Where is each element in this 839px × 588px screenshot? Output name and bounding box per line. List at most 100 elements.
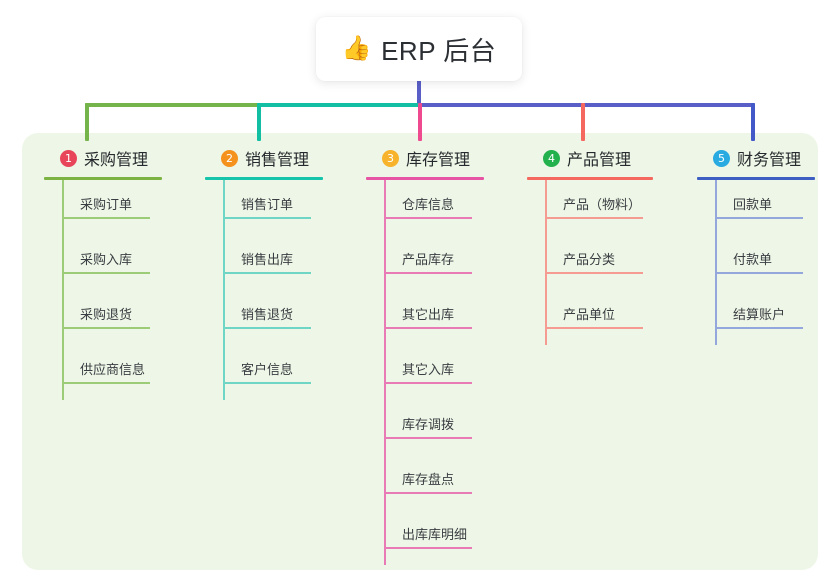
leaf-node[interactable]: 销售出库 xyxy=(205,235,323,290)
bus-segment-teal xyxy=(257,103,421,107)
leaf-node-rule xyxy=(62,327,150,329)
branch-items-2: 销售订单销售出库销售退货客户信息 xyxy=(205,180,323,400)
leaf-node-label: 库存调拨 xyxy=(402,417,455,432)
branch-spine-3 xyxy=(384,180,386,565)
branch-badge-2: 2 xyxy=(221,149,238,167)
leaf-node-label: 产品（物料） xyxy=(563,197,642,212)
leaf-node[interactable]: 出库库明细 xyxy=(366,510,484,565)
branch-spine-4 xyxy=(545,180,547,345)
leaf-node[interactable]: 客户信息 xyxy=(205,345,323,400)
branch-header-4[interactable]: 4 产品管理 xyxy=(527,146,653,170)
leaf-node[interactable]: 其它入库 xyxy=(366,345,484,400)
leaf-node-rule xyxy=(384,272,472,274)
leaf-node[interactable]: 库存调拨 xyxy=(366,400,484,455)
leaf-node[interactable]: 付款单 xyxy=(697,235,815,290)
leaf-node[interactable]: 销售退货 xyxy=(205,290,323,345)
leaf-node-label: 客户信息 xyxy=(241,362,294,377)
leaf-node-rule xyxy=(545,217,643,219)
leaf-node[interactable]: 产品库存 xyxy=(366,235,484,290)
branch-header-rule-5 xyxy=(697,177,815,180)
leaf-node-rule xyxy=(62,382,150,384)
branch-items-1: 采购订单采购入库采购退货供应商信息 xyxy=(44,180,162,400)
leaf-node-rule xyxy=(62,272,150,274)
leaf-node-label: 产品库存 xyxy=(402,252,455,267)
branch-items-3: 仓库信息产品库存其它出库其它入库库存调拨库存盘点出库库明细 xyxy=(366,180,484,565)
leaf-node-label: 产品单位 xyxy=(563,307,616,322)
branch-items-4: 产品（物料） 产品分类产品单位 xyxy=(527,180,653,345)
leaf-node-label: 其它出库 xyxy=(402,307,455,322)
leaf-node[interactable]: 结算账户 xyxy=(697,290,815,345)
root-node-title: 👍 ERP 后台 xyxy=(342,31,497,68)
leaf-node[interactable]: 采购订单 xyxy=(44,180,162,235)
leaf-node-label: 采购退货 xyxy=(80,307,133,322)
branch-header-3[interactable]: 3 库存管理 xyxy=(366,146,484,170)
leaf-node-label: 出库库明细 xyxy=(402,527,468,542)
root-stem-connector xyxy=(417,81,421,105)
branch-items-5: 回款单付款单结算账户 xyxy=(697,180,815,345)
branch-column-1: 1 采购管理 采购订单采购入库采购退货供应商信息 xyxy=(44,146,162,400)
diagram-panel xyxy=(22,133,818,570)
leaf-node[interactable]: 产品单位 xyxy=(527,290,653,345)
branch-header-rule-1 xyxy=(44,177,162,180)
leaf-node-rule xyxy=(545,327,643,329)
leaf-node-rule xyxy=(545,272,643,274)
leaf-node-label: 采购入库 xyxy=(80,252,133,267)
leaf-node-label: 回款单 xyxy=(733,197,773,212)
leaf-node[interactable]: 库存盘点 xyxy=(366,455,484,510)
branch-header-rule-2 xyxy=(205,177,323,180)
leaf-node-rule xyxy=(715,217,803,219)
leaf-node-rule xyxy=(223,327,311,329)
branch-badge-3: 3 xyxy=(382,149,399,167)
branch-header-rule-4 xyxy=(527,177,653,180)
leaf-node[interactable]: 采购退货 xyxy=(44,290,162,345)
branch-column-5: 5 财务管理 回款单付款单结算账户 xyxy=(697,146,815,345)
branch-header-2[interactable]: 2 销售管理 xyxy=(205,146,323,170)
leaf-node[interactable]: 产品分类 xyxy=(527,235,653,290)
leaf-node-rule xyxy=(384,492,472,494)
branch-column-4: 4 产品管理 产品（物料） 产品分类产品单位 xyxy=(527,146,653,345)
leaf-node[interactable]: 供应商信息 xyxy=(44,345,162,400)
leaf-node[interactable]: 产品（物料） xyxy=(527,180,653,235)
leaf-node-label: 采购订单 xyxy=(80,197,133,212)
branch-badge-1: 1 xyxy=(60,149,77,167)
branch-spine-5 xyxy=(715,180,717,345)
leaf-node-label: 产品分类 xyxy=(563,252,616,267)
leaf-node-rule xyxy=(715,272,803,274)
leaf-node-rule xyxy=(384,327,472,329)
branch-badge-5: 5 xyxy=(713,149,730,167)
leaf-node-label: 销售订单 xyxy=(241,197,294,212)
leaf-node[interactable]: 其它出库 xyxy=(366,290,484,345)
drop-connector-2 xyxy=(257,103,261,141)
branch-title-1: 采购管理 xyxy=(84,152,149,169)
branch-title-5: 财务管理 xyxy=(737,152,802,169)
leaf-node-rule xyxy=(715,327,803,329)
branch-column-2: 2 销售管理 销售订单销售出库销售退货客户信息 xyxy=(205,146,323,400)
branch-title-2: 销售管理 xyxy=(245,152,310,169)
drop-connector-5 xyxy=(751,103,755,141)
leaf-node-label: 仓库信息 xyxy=(402,197,455,212)
bus-segment-green xyxy=(85,103,259,107)
drop-connector-4 xyxy=(581,103,585,141)
bus-segment-blue xyxy=(419,103,755,107)
leaf-node-label: 销售退货 xyxy=(241,307,294,322)
leaf-node-rule xyxy=(223,217,311,219)
root-node-card[interactable]: 👍 ERP 后台 xyxy=(316,17,522,81)
leaf-node-rule xyxy=(384,547,472,549)
leaf-node-label: 其它入库 xyxy=(402,362,455,377)
leaf-node[interactable]: 回款单 xyxy=(697,180,815,235)
leaf-node[interactable]: 采购入库 xyxy=(44,235,162,290)
leaf-node[interactable]: 销售订单 xyxy=(205,180,323,235)
branch-header-1[interactable]: 1 采购管理 xyxy=(44,146,162,170)
branch-header-rule-3 xyxy=(366,177,484,180)
leaf-node-rule xyxy=(384,217,472,219)
branch-badge-4: 4 xyxy=(543,149,560,167)
branch-header-5[interactable]: 5 财务管理 xyxy=(697,146,815,170)
leaf-node-label: 结算账户 xyxy=(733,307,786,322)
leaf-node-label: 供应商信息 xyxy=(80,362,146,377)
root-node-label: ERP 后台 xyxy=(381,35,497,66)
leaf-node[interactable]: 仓库信息 xyxy=(366,180,484,235)
leaf-node-rule xyxy=(62,217,150,219)
drop-connector-1 xyxy=(85,103,89,141)
leaf-node-label: 付款单 xyxy=(733,252,773,267)
